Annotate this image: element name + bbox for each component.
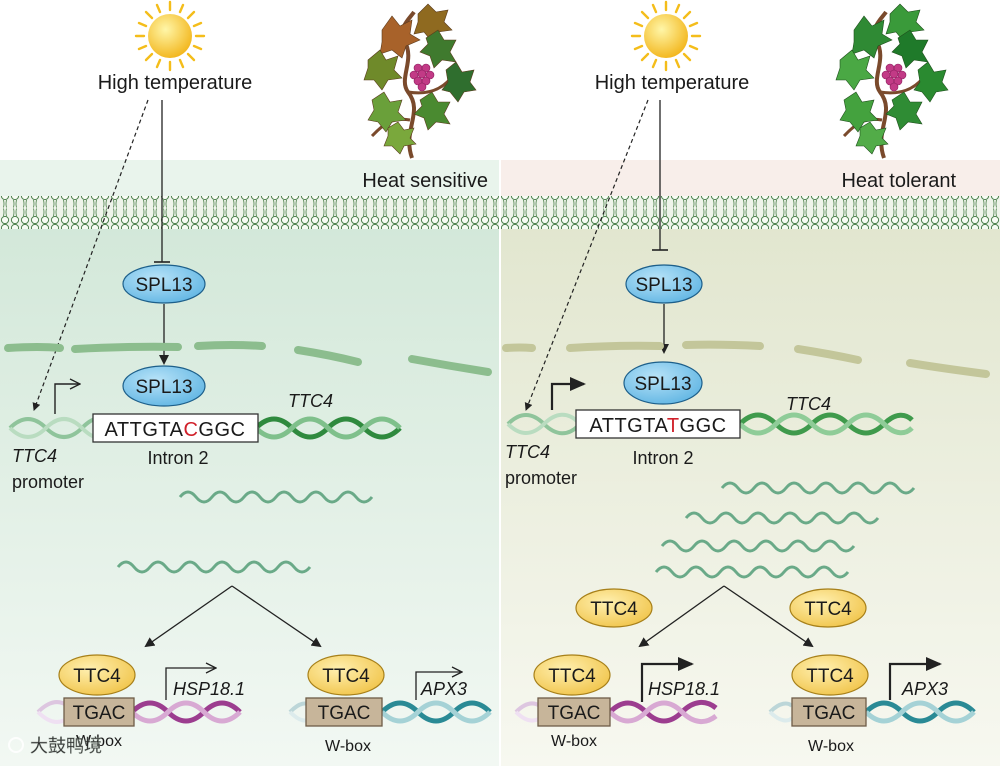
stimulus-label: High temperature xyxy=(98,72,253,94)
intron2-sequence-box xyxy=(575,409,741,439)
apx-helix xyxy=(288,700,492,724)
translation-arrow xyxy=(723,585,814,648)
ttc4-label: TTC4 xyxy=(73,666,121,687)
grapevine-heat-sensitive-icon xyxy=(363,3,477,159)
wbox-element xyxy=(537,697,611,727)
nuclear-envelope xyxy=(502,340,990,378)
snp-base: C xyxy=(183,419,198,441)
translation-arrow xyxy=(638,585,725,648)
wbox-element xyxy=(791,697,867,727)
right-panel: High temperature Heat tolerant xyxy=(502,0,990,755)
wbox-element xyxy=(63,697,135,727)
sun-icon xyxy=(630,0,702,72)
transcription-start-arrow xyxy=(888,657,942,700)
right-extracellular-band xyxy=(501,160,1000,196)
spl13-label: SPL13 xyxy=(135,377,192,398)
ttc4-promoter-gene-label: TTC4 xyxy=(505,442,550,462)
dashed-activation-arrow xyxy=(32,99,149,411)
left-panel: High temperature Heat sensitive xyxy=(4,0,492,755)
hsp-gene-label: HSP18.1 xyxy=(648,679,720,699)
sequence-prefix: ATTGTA xyxy=(105,419,184,441)
apx-gene-label: APX3 xyxy=(420,679,467,699)
stimulus-label: High temperature xyxy=(595,72,750,94)
intron-label: Intron 2 xyxy=(147,448,208,468)
sequence-suffix: GGC xyxy=(680,415,727,437)
wbox-label: W-box xyxy=(808,738,854,755)
translation-arrow xyxy=(231,585,322,648)
promoter-label: promoter xyxy=(505,468,577,488)
hsp-gene-label: HSP18.1 xyxy=(173,679,245,699)
tgac-label: TGAC xyxy=(318,703,371,724)
ttc4-label: TTC4 xyxy=(590,599,638,620)
spl13-protein-cytoplasm xyxy=(122,264,206,304)
panel-divider xyxy=(499,160,501,766)
spl13-protein-cytoplasm xyxy=(625,264,703,304)
wbox-label: W-box xyxy=(76,733,122,750)
promoter-arrow xyxy=(550,377,586,410)
spl13-protein-nucleus xyxy=(623,361,703,405)
left-extracellular-band xyxy=(0,160,499,196)
apx-helix xyxy=(768,700,976,724)
ttc4-label: TTC4 xyxy=(548,666,596,687)
wbox-label: W-box xyxy=(551,733,597,750)
intron-label: Intron 2 xyxy=(632,448,693,468)
ttc4-protein xyxy=(307,654,385,696)
phenotype-label: Heat sensitive xyxy=(362,170,488,192)
watermark-logo-icon xyxy=(8,737,24,753)
wbox-element xyxy=(305,697,383,727)
tgac-label: TGAC xyxy=(803,703,856,724)
ttc4-mrna-transcripts xyxy=(116,490,374,574)
watermark: 大鼓鸭境 xyxy=(8,736,102,756)
ttc4-dna-helix xyxy=(506,412,914,436)
spl13-label: SPL13 xyxy=(135,275,192,296)
ttc4-protein-free xyxy=(575,588,653,628)
intron2-sequence-box xyxy=(92,413,259,443)
transcription-start-arrow xyxy=(640,657,694,702)
tgac-label: TGAC xyxy=(73,703,126,724)
ttc4-protein-free xyxy=(789,588,867,628)
sequence-suffix: GGC xyxy=(198,419,245,441)
ttc4-gene-label: TTC4 xyxy=(288,391,333,411)
ttc4-protein xyxy=(791,654,869,696)
watermark-text: 大鼓鸭境 xyxy=(30,736,102,756)
ttc4-promoter-gene-label: TTC4 xyxy=(12,446,57,466)
apx-gene-label: APX3 xyxy=(901,679,948,699)
ttc4-label: TTC4 xyxy=(806,666,854,687)
ttc4-gene-label: TTC4 xyxy=(786,394,831,414)
phenotype-label: Heat tolerant xyxy=(841,170,956,192)
ttc4-mrna-transcripts xyxy=(654,481,916,579)
sequence-prefix: ATTGTA xyxy=(589,415,668,437)
intron2-sequence: ATTGTATGGC xyxy=(589,415,726,437)
nuclear-envelope xyxy=(4,341,492,376)
ttc4-label: TTC4 xyxy=(322,666,370,687)
promoter-arrow xyxy=(54,384,80,414)
snp-base: T xyxy=(667,415,680,437)
transcription-start-arrow xyxy=(165,668,216,700)
translation-arrow xyxy=(144,585,233,648)
tgac-label: TGAC xyxy=(548,703,601,724)
ttc4-protein xyxy=(533,654,611,696)
ttc4-label: TTC4 xyxy=(804,599,852,620)
spl13-protein-nucleus xyxy=(122,365,206,407)
promoter-label: promoter xyxy=(12,472,84,492)
ttc4-protein xyxy=(58,654,136,696)
sun-icon xyxy=(134,0,206,72)
intron2-sequence: ATTGTACGGC xyxy=(105,419,246,441)
wbox-label: W-box xyxy=(325,738,371,755)
transcription-start-arrow xyxy=(415,672,462,700)
grapevine-heat-tolerant-icon xyxy=(835,3,949,159)
spl13-label: SPL13 xyxy=(634,374,691,395)
spl13-label: SPL13 xyxy=(635,275,692,296)
